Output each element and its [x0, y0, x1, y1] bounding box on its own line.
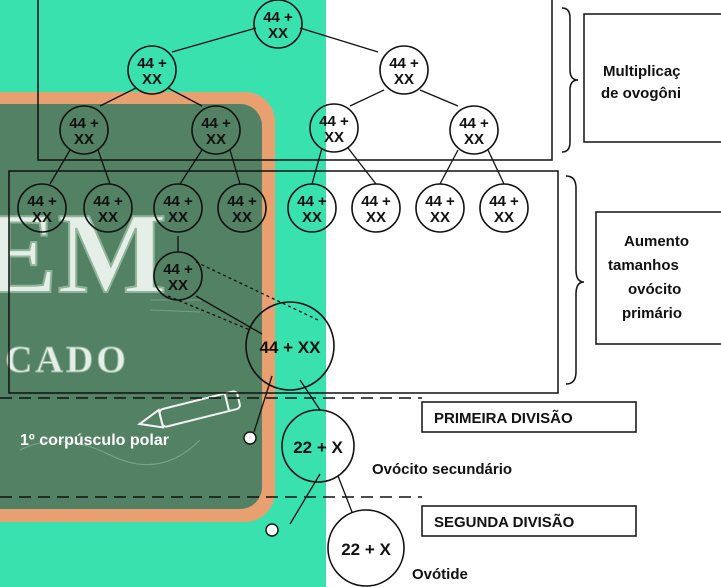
cell-label-bottom: XX [430, 209, 450, 226]
cell-circle [153, 251, 203, 301]
oogonium-cell-l1-a: 44 +XX [127, 45, 177, 95]
cell-circle [217, 183, 267, 233]
cell-label-top: 44 + [263, 9, 293, 26]
ootid-label: 22 + X [341, 540, 391, 559]
cell-label-top: 44 + [319, 113, 349, 130]
oogonium-cell-l3-a: 44 +XX [17, 183, 67, 233]
first-division-box [421, 401, 637, 433]
polar-body-label: 1º corpúsculo polar [20, 432, 169, 449]
second-polar-body [265, 523, 279, 537]
oogonium-cell-l3-h: 44 +XX [479, 183, 529, 233]
phase2-label-line2: tamanhos [608, 257, 679, 274]
cell-label-bottom: XX [142, 71, 162, 88]
oogonium-cell-l2-b: 44 +XX [191, 105, 241, 155]
primary-oocyte [245, 301, 335, 391]
oogonium-cell-root: 44 +XX [253, 0, 303, 49]
phase1-label-line2: de ovogôni [601, 85, 681, 102]
cell-label-top: 44 + [297, 193, 327, 210]
ootid-caption: Ovótide [412, 566, 468, 583]
cell-circle [17, 183, 67, 233]
cell-label-bottom: XX [394, 71, 414, 88]
cell-label-top: 44 + [163, 193, 193, 210]
phase1-box [37, 0, 553, 161]
oogonium-cell-l1-b: 44 +XX [379, 45, 429, 95]
cell-label-bottom: XX [74, 131, 94, 148]
cell-label-top: 44 + [489, 193, 519, 210]
cell-circle [59, 105, 109, 155]
cell-label-top: 44 + [163, 261, 193, 278]
cell-label-bottom: XX [232, 209, 252, 226]
oogonium-cell-growing: 44 +XX [153, 251, 203, 301]
cell-label-bottom: XX [366, 209, 386, 226]
cell-circle [191, 105, 241, 155]
phase2-label-line3: ovócito [628, 281, 681, 298]
phase1-label-box [583, 13, 721, 143]
cell-circle [479, 183, 529, 233]
cell-circle [309, 103, 359, 153]
cell-label-top: 44 + [227, 193, 257, 210]
cell-circle [351, 183, 401, 233]
secondary-oocyte [281, 409, 355, 483]
cell-circle [153, 183, 203, 233]
cell-circle [287, 183, 337, 233]
cell-label-top: 44 + [361, 193, 391, 210]
oogonium-cell-l3-d: 44 +XX [217, 183, 267, 233]
cell-label-bottom: XX [206, 131, 226, 148]
secondary-oocyte-caption: Ovócito secundário [372, 461, 512, 478]
cell-label-top: 44 + [425, 193, 455, 210]
cell-circle [379, 45, 429, 95]
oogonium-cell-l3-f: 44 +XX [351, 183, 401, 233]
cell-circle [253, 0, 303, 49]
cell-label-bottom: XX [494, 209, 514, 226]
oogonium-cell-l3-g: 44 +XX [415, 183, 465, 233]
cell-label-bottom: XX [302, 209, 322, 226]
phase1-brace [561, 7, 579, 153]
oogonium-cell-l3-e: 44 +XX [287, 183, 337, 233]
phase2-box [8, 170, 559, 394]
cell-label-top: 44 + [27, 193, 57, 210]
cell-label-bottom: XX [98, 209, 118, 226]
oogonium-cell-l2-d: 44 +XX [449, 105, 499, 155]
cell-label-bottom: XX [324, 129, 344, 146]
cell-label-top: 44 + [93, 193, 123, 210]
phase2-brace [565, 175, 585, 385]
ootid [327, 509, 405, 587]
cell-label-bottom: XX [32, 209, 52, 226]
second-division-box [421, 505, 637, 537]
cell-circle [127, 45, 177, 95]
cell-circle [83, 183, 133, 233]
second-division-label: SEGUNDA DIVISÃO [434, 513, 575, 531]
oogonium-cell-l2-a: 44 +XX [59, 105, 109, 155]
primary-oocyte-label: 44 + XX [260, 338, 322, 357]
oogonium-cell-l2-c: 44 +XX [309, 103, 359, 153]
cell-circle [415, 183, 465, 233]
cell-label-top: 44 + [201, 115, 231, 132]
logo-subtext: CADO [5, 339, 129, 381]
first-division-label: PRIMEIRA DIVISÃO [434, 409, 573, 427]
cell-label-bottom: XX [268, 25, 288, 42]
phase2-label-line4: primário [622, 305, 682, 322]
lineage-lines [49, 27, 505, 525]
phase1-label-line1: Multiplicaç [603, 63, 681, 80]
secondary-oocyte-label: 22 + X [293, 438, 343, 457]
oogonium-cell-l3-b: 44 +XX [83, 183, 133, 233]
phase2-label-line1: Aumento [624, 233, 689, 250]
first-polar-body [243, 431, 257, 445]
phase2-label-box [595, 211, 721, 345]
pencil-icon [137, 390, 241, 429]
oogonium-cell-l3-c: 44 +XX [153, 183, 203, 233]
cell-circle [449, 105, 499, 155]
cell-label-bottom: XX [168, 277, 188, 294]
cell-label-top: 44 + [389, 55, 419, 72]
cell-label-bottom: XX [464, 131, 484, 148]
cell-label-bottom: XX [168, 209, 188, 226]
cell-label-top: 44 + [137, 55, 167, 72]
cell-label-top: 44 + [459, 115, 489, 132]
cell-label-top: 44 + [69, 115, 99, 132]
